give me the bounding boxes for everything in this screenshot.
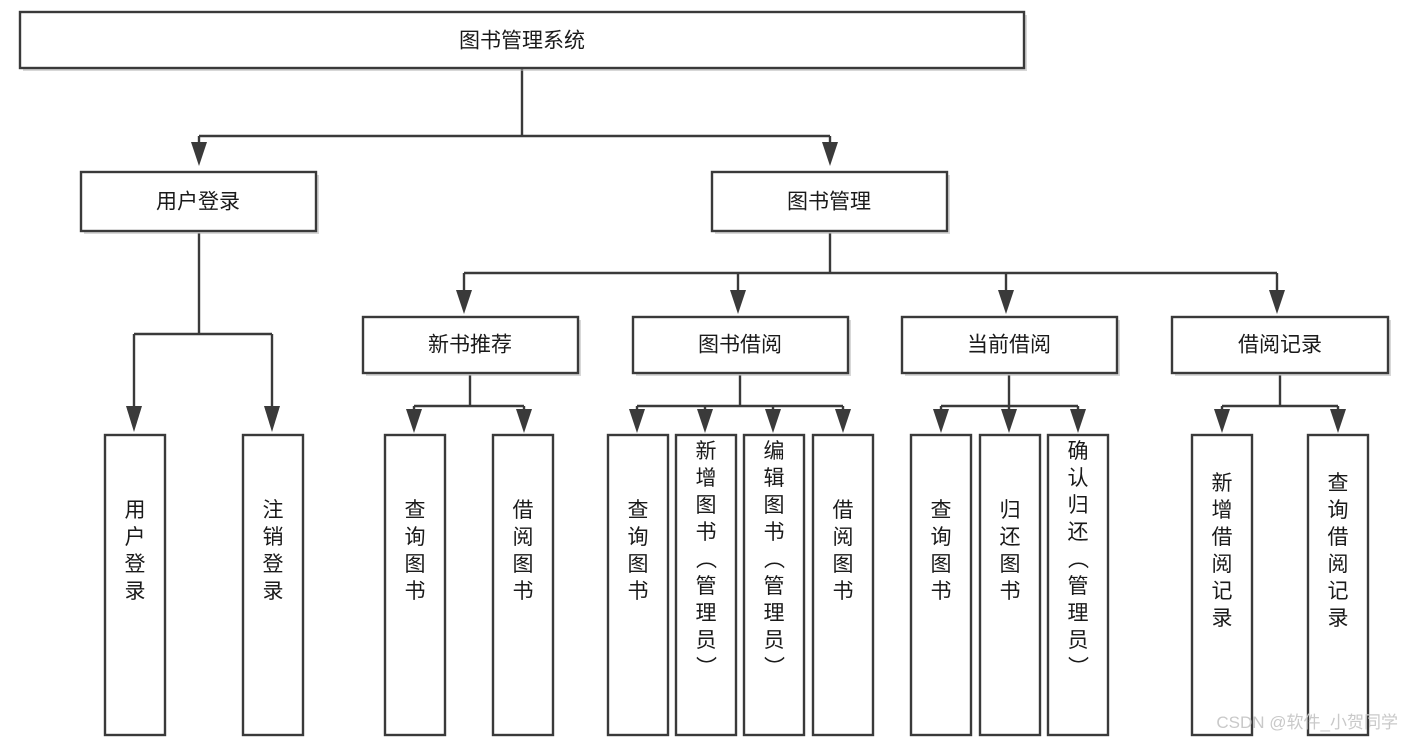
leaf-current-confirm-return-box[interactable]	[1046, 433, 1110, 737]
leaf-current-confirm-return[interactable]: 确认归还（管理员）	[1046, 433, 1110, 737]
leaf-borrow-lend[interactable]: 借阅图书	[811, 433, 875, 737]
leaf-borrow-add-label: 新增图书（管理员）	[696, 440, 718, 679]
node-new-book-recommend-box[interactable]	[361, 315, 580, 375]
leaf-record-query[interactable]: 查询借阅记录	[1306, 433, 1370, 737]
leaf-borrow-edit[interactable]: 编辑图书（管理员）	[742, 433, 806, 737]
node-borrow-record-label: 借阅记录	[1238, 334, 1322, 357]
arrow-current-c2	[1001, 409, 1017, 433]
leaf-user-login-logout[interactable]: 注销登录	[241, 433, 305, 737]
leaf-newbook-query[interactable]: 查询图书	[383, 433, 447, 737]
arrow-bm-c3	[998, 290, 1014, 314]
node-user-login-label: 用户登录	[156, 191, 240, 214]
leaf-newbook-borrow-label: 借阅图书	[513, 499, 534, 603]
csdn-watermark: CSDN @软件_小贺同学	[1216, 713, 1398, 732]
node-book-borrow-box[interactable]	[631, 315, 850, 375]
node-borrow-record-box[interactable]	[1170, 315, 1390, 375]
leaf-record-query-label: 查询借阅记录	[1328, 472, 1349, 630]
node-user-login-box[interactable]	[79, 170, 318, 233]
node-book-management-box[interactable]	[710, 170, 949, 233]
arrow-borrow-c3	[765, 409, 781, 433]
leaf-borrow-edit-box[interactable]	[742, 433, 806, 737]
leaf-newbook-borrow[interactable]: 借阅图书	[491, 433, 555, 737]
arrow-root-to-user-login	[191, 142, 207, 166]
node-user-login[interactable]: 用户登录	[79, 170, 319, 234]
leaf-current-return-box[interactable]	[978, 433, 1042, 737]
node-root-box[interactable]	[18, 10, 1026, 70]
leaf-user-login-logout-box[interactable]	[241, 433, 305, 737]
leaf-borrow-query[interactable]: 查询图书	[606, 433, 670, 737]
arrow-root-to-book-mgmt	[822, 142, 838, 166]
arrow-bm-c4	[1269, 290, 1285, 314]
leaf-borrow-query-label: 查询图书	[628, 499, 649, 603]
leaf-user-login-login-box[interactable]	[103, 433, 167, 737]
leaf-borrow-lend-box[interactable]	[811, 433, 875, 737]
arrow-record-c2	[1330, 409, 1346, 433]
leaf-current-query-label: 查询图书	[931, 499, 952, 603]
leaf-newbook-query-box[interactable]	[383, 433, 447, 737]
arrow-borrow-c1	[629, 409, 645, 433]
leaf-user-login-login-label: 用户登录	[125, 499, 146, 603]
arrow-user-login-c1	[126, 406, 142, 432]
node-current-borrow[interactable]: 当前借阅	[900, 315, 1120, 376]
node-borrow-record[interactable]: 借阅记录	[1170, 315, 1391, 376]
leaf-current-query-box[interactable]	[909, 433, 973, 737]
leaf-borrow-add[interactable]: 新增图书（管理员）	[674, 433, 738, 737]
arrow-current-c3	[1070, 409, 1086, 433]
arrow-record-c1	[1214, 409, 1230, 433]
leaf-record-query-box[interactable]	[1306, 433, 1370, 737]
leaf-newbook-query-label: 查询图书	[405, 499, 426, 603]
leaf-borrow-add-box[interactable]	[674, 433, 738, 737]
leaf-newbook-borrow-box[interactable]	[491, 433, 555, 737]
node-new-book-recommend[interactable]: 新书推荐	[361, 315, 581, 376]
leaf-borrow-edit-label: 编辑图书（管理员）	[764, 440, 786, 679]
node-book-borrow[interactable]: 图书借阅	[631, 315, 851, 376]
leaf-user-login-login[interactable]: 用户登录	[103, 433, 167, 737]
leaf-record-add-label: 新增借阅记录	[1212, 472, 1233, 630]
leaf-borrow-lend-label: 借阅图书	[833, 499, 854, 603]
arrow-borrow-c4	[835, 409, 851, 433]
leaf-current-return-label: 归还图书	[1000, 499, 1021, 603]
leaf-borrow-query-box[interactable]	[606, 433, 670, 737]
arrow-bm-c1	[456, 290, 472, 314]
node-current-borrow-box[interactable]	[900, 315, 1119, 375]
node-root-label: 图书管理系统	[459, 30, 585, 53]
node-root[interactable]: 图书管理系统	[18, 10, 1027, 71]
leaf-current-confirm-return-label: 确认归还（管理员）	[1068, 440, 1090, 679]
leaf-current-query[interactable]: 查询图书	[909, 433, 973, 737]
arrow-bm-c2	[730, 290, 746, 314]
node-book-management[interactable]: 图书管理	[710, 170, 950, 234]
edges-group	[126, 69, 1346, 433]
arrow-newbook-c1	[406, 409, 422, 433]
leaf-user-login-logout-label: 注销登录	[263, 499, 284, 603]
node-current-borrow-label: 当前借阅	[967, 334, 1051, 357]
leaf-record-add[interactable]: 新增借阅记录	[1190, 433, 1254, 737]
leaf-current-return[interactable]: 归还图书	[978, 433, 1042, 737]
arrow-current-c1	[933, 409, 949, 433]
node-new-book-recommend-label: 新书推荐	[428, 334, 512, 357]
leaf-record-add-box[interactable]	[1190, 433, 1254, 737]
arrow-newbook-c2	[516, 409, 532, 433]
arrow-user-login-c2	[264, 406, 280, 432]
node-book-borrow-label: 图书借阅	[698, 334, 782, 357]
arrow-borrow-c2	[697, 409, 713, 433]
node-book-management-label: 图书管理	[787, 191, 871, 214]
